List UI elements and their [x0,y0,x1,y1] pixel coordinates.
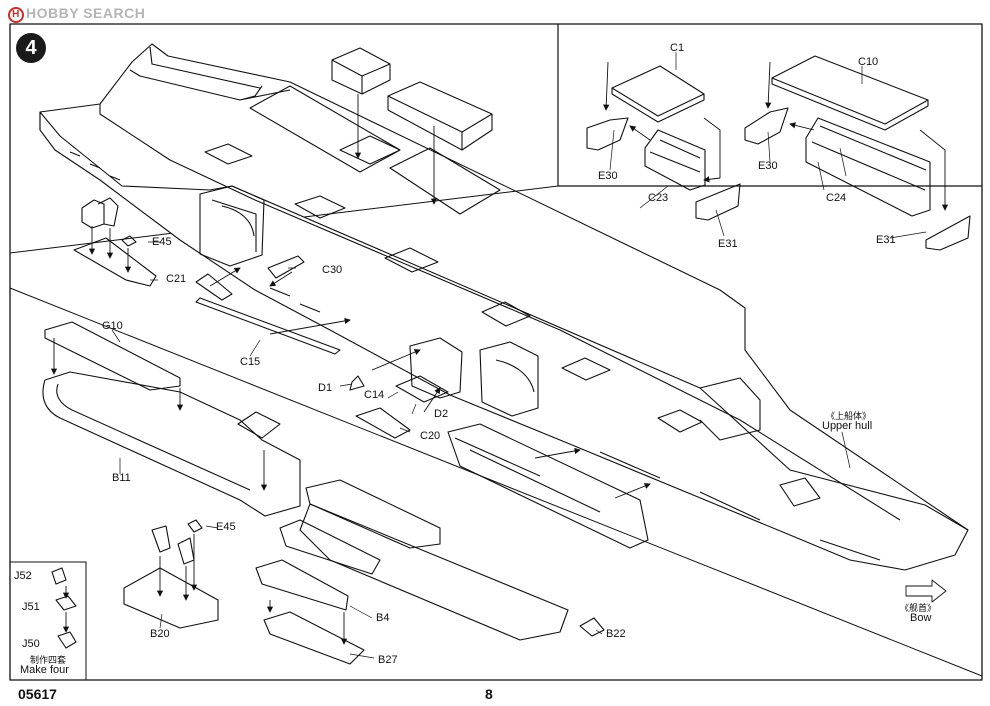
upper-hull [39,43,969,571]
bow-label: Bow [910,612,932,624]
part-label-c10: C10 [858,56,879,68]
watermark-logo-icon: H [8,7,24,23]
part-label-j52: J52 [14,570,32,582]
part-label-c21: C21 [166,273,187,285]
part-label-g10: G10 [102,320,123,332]
small-parts-upper [73,47,493,439]
make-four-label-cn: 制作四套 [30,655,67,665]
part-label-b20: B20 [150,628,170,640]
page-number: 8 [485,686,493,702]
hull-section-lower [123,423,649,665]
make-four-box [9,561,87,681]
part-label-c23: C23 [648,192,669,204]
upper-hull-label: Upper hull [822,420,873,432]
part-label-e30-left: E30 [598,170,618,182]
upper-hull-label-cn: 《上船体》 [826,411,872,421]
part-label-c1: C1 [670,42,685,54]
product-code: 05617 [18,686,57,702]
part-label-c30: C30 [322,264,343,276]
step-number-badge: 4 [16,33,46,63]
part-label-c15: C15 [240,356,261,368]
part-label-c20: C20 [420,430,441,442]
page-frame [9,23,983,681]
part-label-b22: B22 [606,628,626,640]
bow-label-cn: 《舰首》 [900,603,937,613]
part-label-b4: B4 [376,612,390,624]
leader-lines [111,52,927,659]
watermark-text: HOBBY SEARCH [26,5,146,21]
part-label-c14: C14 [364,389,385,401]
inset-right-assembly [744,55,971,251]
hull-section-b11 [42,321,301,517]
part-label-e31-left: E31 [718,238,738,250]
part-label-b27: B27 [378,654,398,666]
tower-parts-j [51,567,77,649]
assembly-arrows [50,61,949,645]
part-label-j51: J51 [22,601,40,613]
part-label-d2: D2 [434,408,449,420]
inset-left-assembly [586,65,741,221]
part-label-e45-lower: E45 [216,521,236,533]
part-label-b11: B11 [112,472,131,484]
part-label-j50: J50 [22,638,40,650]
part-label-e31-right: E31 [876,234,896,246]
part-label-e30-right: E30 [758,160,778,172]
part-label-e45-upper: E45 [152,236,172,248]
part-label-d1: D1 [318,382,333,394]
make-four-label: Make four [20,664,69,676]
part-label-c24: C24 [826,192,847,204]
